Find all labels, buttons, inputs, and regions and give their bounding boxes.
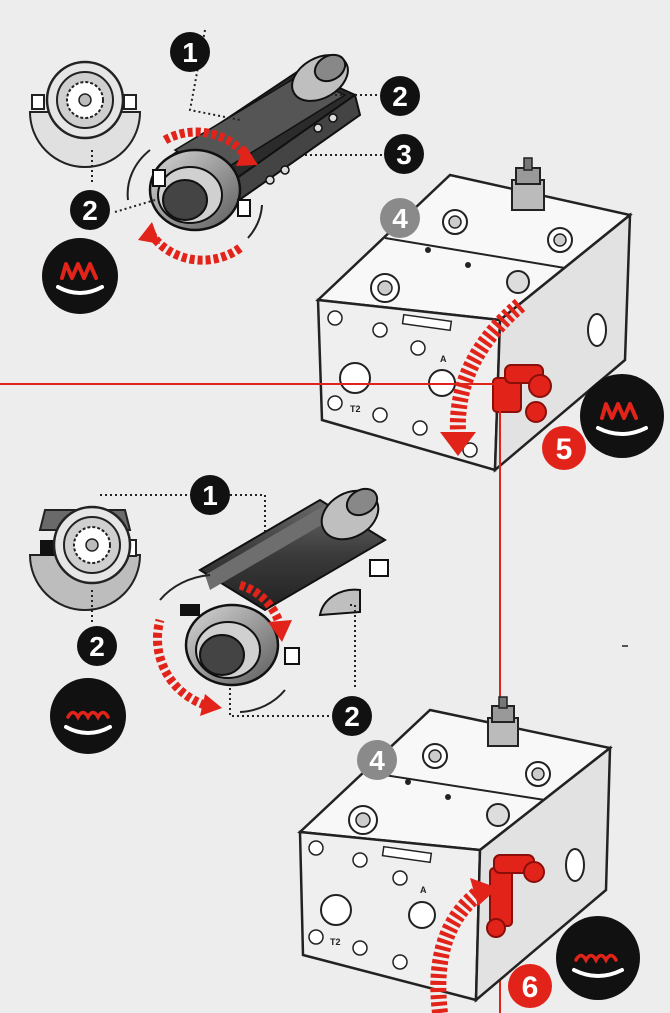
svg-text:6: 6 xyxy=(522,971,539,1004)
callout-2-top-right: 2 xyxy=(380,76,420,116)
callout-4-bottom: 4 xyxy=(357,740,397,780)
svg-text:2: 2 xyxy=(344,701,360,732)
svg-text:A: A xyxy=(440,354,447,364)
svg-text:3: 3 xyxy=(396,139,412,170)
motor-assembly-closed xyxy=(180,487,389,687)
svg-text:2: 2 xyxy=(89,631,105,662)
callout-2-bottom-left: 2 xyxy=(77,626,117,666)
callout-4-top: 4 xyxy=(380,198,420,238)
callout-5: 5 xyxy=(542,426,586,470)
callout-1-bottom: 1 xyxy=(190,475,230,515)
svg-text:T2: T2 xyxy=(350,404,361,414)
flange-front-view-top xyxy=(28,60,142,168)
svg-text:4: 4 xyxy=(392,203,408,234)
wave-low-icon xyxy=(556,916,640,1000)
callout-1-top: 1 xyxy=(170,32,210,72)
turn-arrow-down xyxy=(440,298,526,456)
callout-6: 6 xyxy=(508,964,552,1008)
wave-high-icon xyxy=(42,238,118,314)
rotation-arrow-top xyxy=(126,127,263,265)
selector-lever-bottom xyxy=(486,854,545,938)
svg-text:1: 1 xyxy=(202,480,218,511)
svg-text:5: 5 xyxy=(556,433,573,466)
callout-2-bottom-right: 2 xyxy=(332,696,372,736)
motor-assembly-open xyxy=(148,53,362,232)
rotation-arrow-bottom xyxy=(152,574,292,716)
svg-text:A: A xyxy=(420,885,427,895)
svg-text:2: 2 xyxy=(392,81,408,112)
wave-high-icon xyxy=(580,374,664,458)
flange-front-view-bottom xyxy=(28,505,142,611)
callout-3-top: 3 xyxy=(384,134,424,174)
svg-text:1: 1 xyxy=(182,37,198,68)
turn-arrow-up xyxy=(430,878,498,1013)
callout-2-top-left: 2 xyxy=(70,190,110,230)
svg-text:T2: T2 xyxy=(330,937,341,947)
svg-text:2: 2 xyxy=(82,195,98,226)
svg-text:4: 4 xyxy=(369,745,385,776)
wave-low-icon xyxy=(50,678,126,754)
